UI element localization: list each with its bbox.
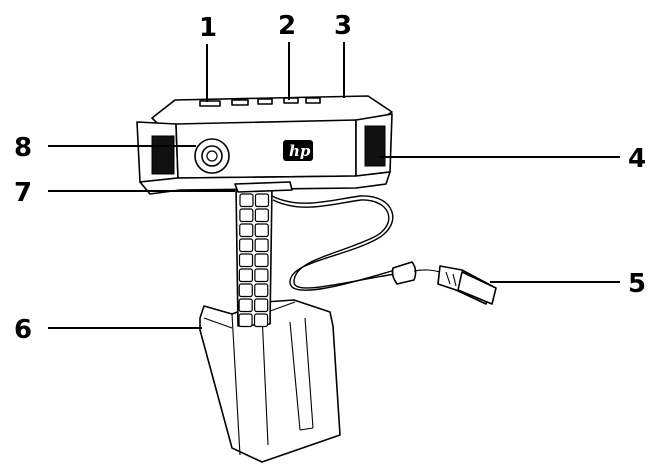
neck-segment: [254, 298, 269, 313]
neck-segment: [238, 253, 254, 268]
neck-segment: [238, 298, 253, 313]
callout-labels: 1 2 3 4 5 6 7 8: [14, 11, 646, 345]
neck-segment: [238, 268, 253, 283]
neck-segment: [254, 253, 269, 268]
neck-segment: [239, 238, 254, 253]
camera-head: hp: [136, 95, 393, 195]
callout-2: 2: [278, 11, 296, 41]
callout-7: 7: [14, 178, 32, 208]
hp-logo-text: hp: [289, 142, 311, 160]
callout-5: 5: [628, 269, 646, 299]
callout-4: 4: [628, 144, 646, 174]
callout-3: 3: [334, 11, 352, 41]
neck-segment: [254, 223, 269, 238]
neck-segment: [254, 208, 269, 223]
neck-segment: [254, 283, 269, 298]
usb-cable: [271, 195, 497, 305]
neck-segment: [254, 238, 269, 253]
callout-6: 6: [14, 315, 32, 345]
callout-8: 8: [14, 133, 32, 163]
neck-segment: [253, 313, 269, 328]
neck-segment: [239, 223, 254, 238]
neck-segment: [239, 193, 254, 208]
stand-base: [199, 299, 341, 463]
leader-lines: [48, 42, 620, 329]
callout-1: 1: [199, 13, 217, 43]
neck-segment: [238, 313, 253, 328]
neck-segment: [254, 193, 270, 208]
hp-logo: [283, 140, 313, 161]
flexible-neck: [235, 185, 273, 328]
neck-segment: [254, 268, 269, 283]
neck-segment: [238, 283, 253, 298]
neck-segment: [239, 208, 254, 223]
